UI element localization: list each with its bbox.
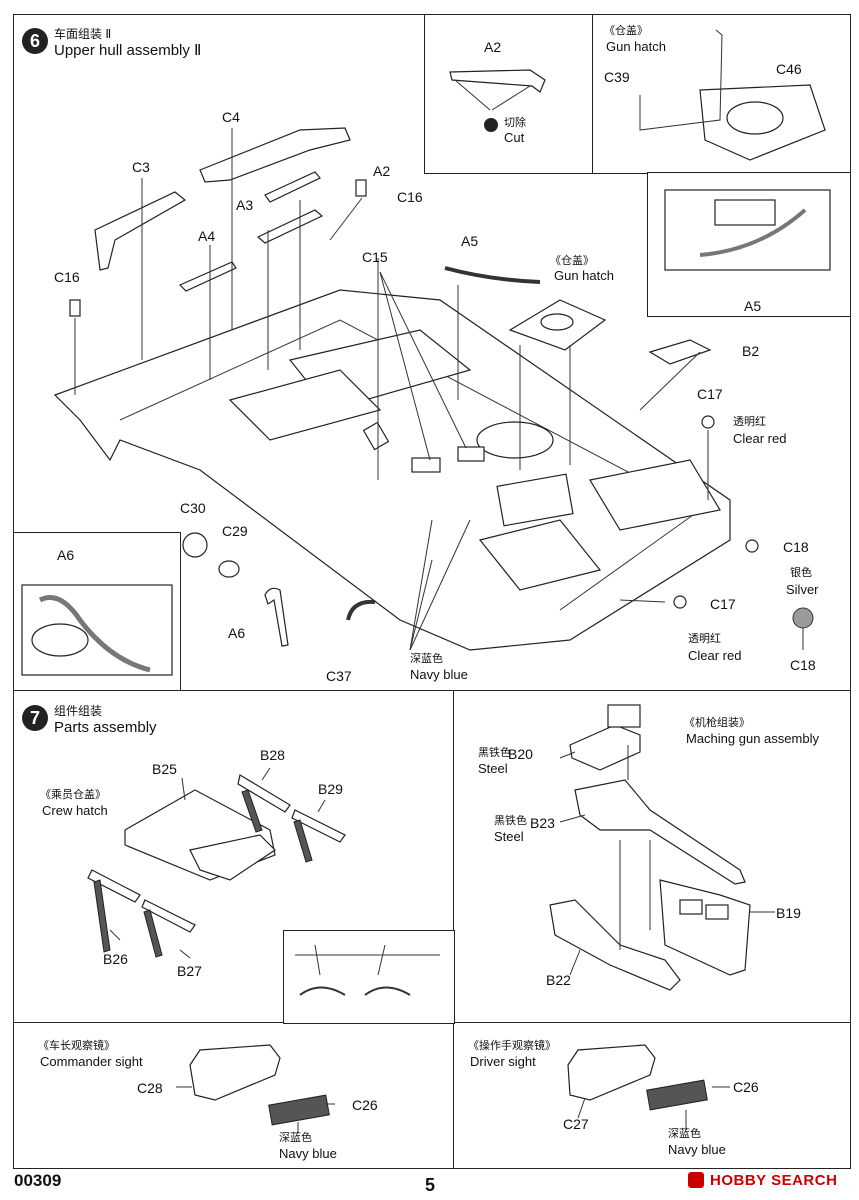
step7-title-cn: 组件组装 (54, 704, 103, 718)
label-navy-cn: 深蓝色 (410, 653, 443, 665)
driver-title-cn: 《操作手观察镜》 (468, 1040, 556, 1052)
label-c18-right: C18 (783, 539, 809, 555)
label-b26: B26 (103, 951, 128, 967)
commander-frame (13, 1022, 455, 1169)
label-c3: C3 (132, 159, 150, 175)
commander-navy-cn: 深蓝色 (279, 1132, 312, 1144)
label-a5: A5 (461, 233, 479, 249)
driver-navy-cn: 深蓝色 (668, 1128, 701, 1140)
inset-cut-note-cn: 切除 (504, 117, 526, 129)
inset-a5-part: A5 (744, 298, 762, 314)
crew-hatch-title-cn: 《乘员仓盖》 (40, 789, 106, 801)
inset-part-c46: C46 (776, 61, 802, 77)
inset-gun-hatch-title-en: Gun hatch (606, 39, 666, 54)
label-gun-hatch-en: Gun hatch (554, 268, 614, 283)
crew-hatch-title-en: Crew hatch (42, 803, 108, 818)
mg-b20-steel-en: Steel (478, 761, 508, 776)
label-a2: A2 (373, 163, 391, 179)
driver-navy-en: Navy blue (668, 1142, 726, 1157)
label-c16-top: C16 (397, 189, 423, 205)
label-c29: C29 (222, 523, 248, 539)
inset-gun-hatch-title-cn: 《仓盖》 (604, 25, 648, 37)
label-b22: B22 (546, 972, 571, 988)
footer-page: 5 (425, 1175, 436, 1195)
label-clear-red2-cn: 透明红 (688, 633, 721, 645)
label-clear-red2-en: Clear red (688, 648, 742, 663)
step7-title-en: Parts assembly (54, 719, 157, 736)
mg-b23-steel-en: Steel (494, 829, 524, 844)
label-silver-en: Silver (786, 582, 819, 597)
label-c37: C37 (326, 668, 352, 684)
label-c27: C27 (563, 1116, 589, 1132)
commander-title-cn: 《车长观察镜》 (38, 1040, 115, 1052)
label-clear-red-cn: 透明红 (733, 416, 766, 428)
mg-b20-steel-cn: 黑铁色 (478, 747, 511, 759)
hobby-search-logo-icon (688, 1172, 704, 1188)
footer-code: 00309 (14, 1171, 62, 1190)
label-b25: B25 (152, 761, 177, 777)
label-b27: B27 (177, 963, 202, 979)
inset-cut-part: A2 (484, 39, 502, 55)
label-b20: B20 (508, 746, 533, 762)
driver-title-en: Driver sight (470, 1054, 536, 1069)
step6-number: 6 (22, 28, 48, 54)
footer-watermark: HOBBY SEARCH (710, 1172, 838, 1189)
label-c26-commander: C26 (352, 1097, 378, 1113)
label-gun-hatch-cn: 《仓盖》 (550, 255, 594, 267)
label-c17-top: C17 (697, 386, 723, 402)
hinge-inset (283, 930, 455, 1024)
label-c15: C15 (362, 249, 388, 265)
inset-cut (424, 14, 594, 174)
label-c28: C28 (137, 1080, 163, 1096)
label-b23: B23 (530, 815, 555, 831)
label-clear-red-en: Clear red (733, 431, 787, 446)
label-a3: A3 (236, 197, 254, 213)
cut-icon (484, 118, 498, 132)
inset-cut-note-en: Cut (504, 130, 525, 145)
label-c17-bottom: C17 (710, 596, 736, 612)
label-b2: B2 (742, 343, 760, 359)
inset-part-c39: C39 (604, 69, 630, 85)
label-a4: A4 (198, 228, 216, 244)
label-b28: B28 (260, 747, 285, 763)
label-c4: C4 (222, 109, 240, 125)
commander-navy-en: Navy blue (279, 1146, 337, 1161)
step6-title-cn: 车面组装 Ⅱ (54, 27, 112, 41)
label-navy-en: Navy blue (410, 667, 468, 682)
mg-b23-steel-cn: 黑铁色 (494, 815, 527, 827)
mg-title-en: Maching gun assembly (686, 731, 819, 746)
label-c30: C30 (180, 500, 206, 516)
commander-title-en: Commander sight (40, 1054, 143, 1069)
inset-a6-part: A6 (57, 547, 75, 563)
label-c16-left: C16 (54, 269, 80, 285)
step7-number: 7 (22, 705, 48, 731)
label-a6: A6 (228, 625, 246, 641)
label-c26-driver: C26 (733, 1079, 759, 1095)
label-c18-bottom: C18 (790, 657, 816, 673)
label-b29: B29 (318, 781, 343, 797)
label-b19: B19 (776, 905, 801, 921)
label-silver-cn: 银色 (790, 567, 812, 579)
step6-title-en: Upper hull assembly Ⅱ (54, 42, 202, 59)
mg-title-cn: 《机枪组装》 (684, 717, 750, 729)
